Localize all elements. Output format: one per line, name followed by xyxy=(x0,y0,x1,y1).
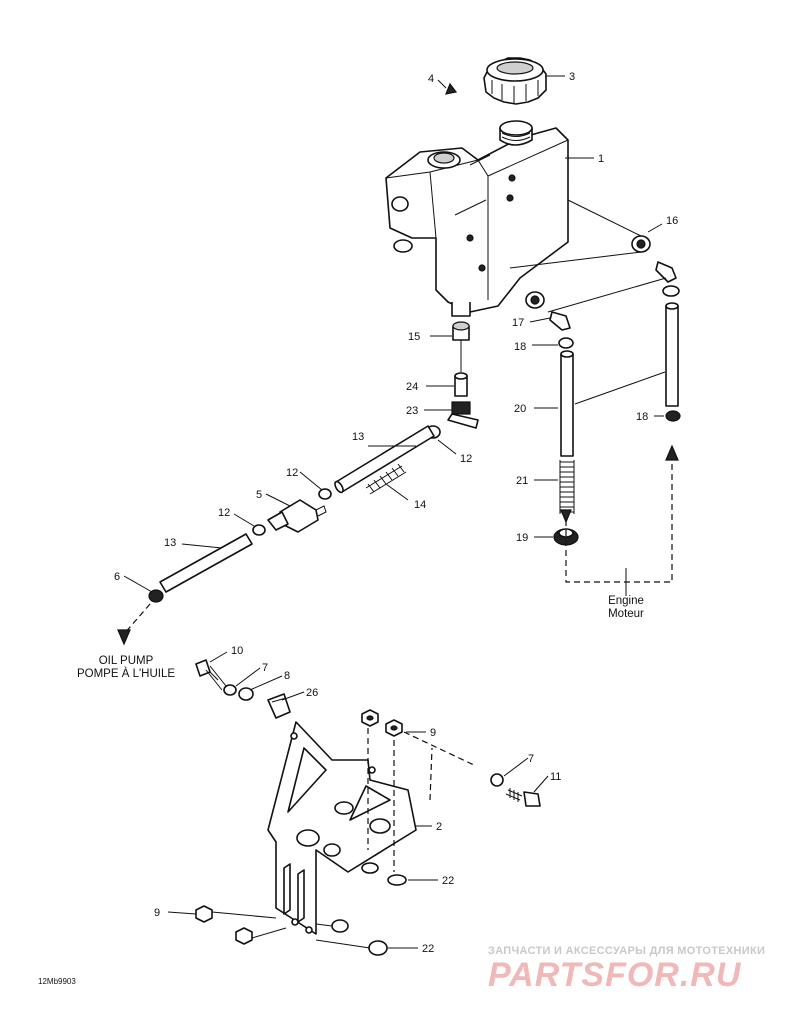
watermark-brand: PARTSFOR.RU xyxy=(488,956,742,994)
washer-7-left xyxy=(223,684,237,696)
label-20: 20 xyxy=(514,403,526,415)
label-18-left: 18 xyxy=(514,341,526,353)
bolt-10 xyxy=(195,659,227,691)
label-22-upper: 22 xyxy=(442,875,454,887)
label-2: 2 xyxy=(436,821,442,833)
clamp-12-lower xyxy=(252,524,266,536)
label-23: 23 xyxy=(406,405,418,417)
grommet-16 xyxy=(631,235,651,253)
arrow-to-oil-pump-icon xyxy=(117,629,131,646)
label-14: 14 xyxy=(414,499,426,511)
nut-9-top-right xyxy=(385,719,403,737)
clamp-6 xyxy=(148,589,164,603)
washer-22-b xyxy=(387,874,407,886)
clamp-12-middle xyxy=(318,488,332,500)
label-1: 1 xyxy=(598,153,604,165)
bolt-11 xyxy=(505,788,541,807)
label-8: 8 xyxy=(284,670,290,682)
label-13-upper: 13 xyxy=(352,431,364,443)
bracket-2 xyxy=(267,721,417,935)
gasket-4 xyxy=(445,82,458,95)
caption-oil-pump: OIL PUMP xyxy=(99,655,154,667)
tank-cap xyxy=(483,57,547,105)
label-17: 17 xyxy=(512,317,524,329)
arrow-down-icon xyxy=(560,509,572,524)
label-16: 16 xyxy=(666,215,678,227)
label-5: 5 xyxy=(256,489,262,501)
hose-24 xyxy=(454,372,468,397)
label-21: 21 xyxy=(516,475,528,487)
caption-pompe-a-l-huile: POMPE À L'HUILE xyxy=(77,667,175,680)
label-6: 6 xyxy=(114,571,120,583)
spring-14 xyxy=(365,463,407,495)
washer-22-c xyxy=(331,919,349,933)
label-9-top: 9 xyxy=(430,727,436,739)
drawing-code: 12Mb9903 xyxy=(38,977,76,986)
hose-13-lower xyxy=(159,533,253,593)
label-15: 15 xyxy=(408,331,420,343)
arrow-up-icon xyxy=(665,444,679,461)
spring-21 xyxy=(559,460,575,514)
fitting-19 xyxy=(553,528,579,546)
nut-9-bottom xyxy=(195,905,213,923)
clip-26 xyxy=(267,693,291,719)
label-10: 10 xyxy=(231,645,243,657)
washer-8 xyxy=(238,687,254,701)
washer-22-a xyxy=(361,862,379,874)
elbow-fitting-17 xyxy=(549,311,571,331)
label-26: 26 xyxy=(306,687,318,699)
label-12-lower: 12 xyxy=(218,507,230,519)
label-4: 4 xyxy=(428,73,434,85)
nut-9-top-left xyxy=(361,709,379,727)
label-11: 11 xyxy=(550,771,561,783)
fitting-15 xyxy=(452,321,470,341)
clamp-18-left xyxy=(558,337,574,349)
label-24: 24 xyxy=(406,381,418,393)
label-12-upper: 12 xyxy=(460,453,472,465)
clamp-18-right xyxy=(665,410,681,422)
caption-engine: Engine xyxy=(608,595,644,607)
tee-fitting-23 xyxy=(447,401,479,429)
label-19: 19 xyxy=(516,532,528,544)
label-18-right: 18 xyxy=(636,411,648,423)
washer-7-right xyxy=(490,773,504,787)
label-7-right: 7 xyxy=(528,753,534,765)
hose-right xyxy=(665,305,679,407)
grommet-17 xyxy=(525,291,545,309)
label-3: 3 xyxy=(569,71,575,83)
nut-9-bottom-2 xyxy=(235,927,253,945)
label-13-lower: 13 xyxy=(164,537,176,549)
label-9-bottom: 9 xyxy=(154,907,160,919)
hose-20 xyxy=(560,353,574,457)
watermark-tagline: ЗАПЧАСТИ И АКСЕССУАРЫ ДЛЯ МОТОТЕХНИКИ xyxy=(488,945,765,957)
washer-22-d xyxy=(368,940,388,956)
filter-5 xyxy=(267,499,327,533)
elbow-fitting-16 xyxy=(655,261,677,283)
label-7-left: 7 xyxy=(262,662,268,674)
hose-13-upper xyxy=(334,425,435,494)
label-12-middle: 12 xyxy=(286,467,298,479)
label-22-lower: 22 xyxy=(422,943,434,955)
clamp-18-top xyxy=(662,285,680,297)
oil-tank xyxy=(385,120,569,317)
caption-moteur: Moteur xyxy=(608,608,644,620)
